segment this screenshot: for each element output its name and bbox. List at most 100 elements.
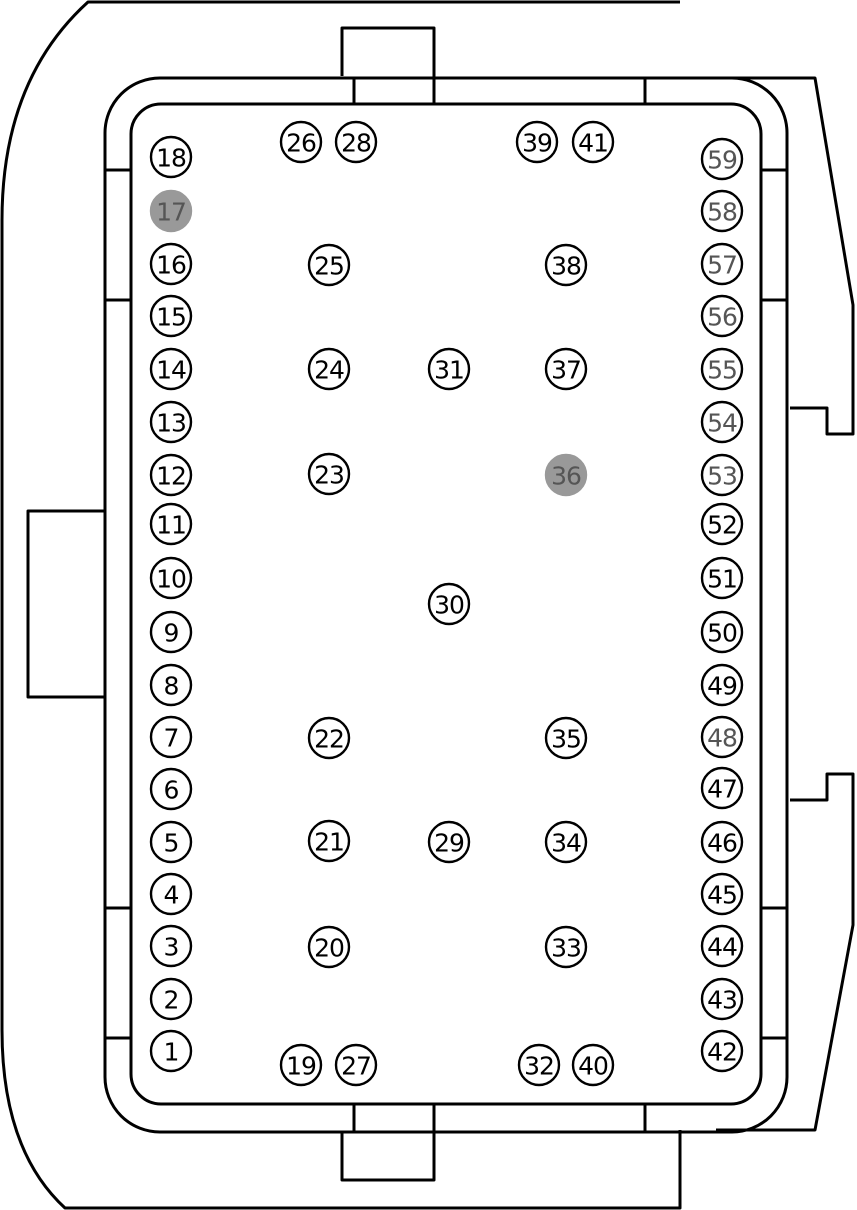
pin-circle [517, 1043, 561, 1087]
pin-circle [700, 715, 744, 759]
pin-label: 57 [707, 251, 737, 280]
pin-circle [149, 767, 193, 811]
connector-face [129, 102, 763, 1106]
pin-label: 53 [707, 462, 737, 491]
pin-label: 55 [707, 356, 737, 385]
pin-9: 9 [149, 610, 193, 654]
pin-4: 4 [149, 872, 193, 916]
pin-26: 26 [279, 120, 323, 164]
pin-circle [334, 1043, 378, 1087]
housing-right-flange [716, 76, 855, 436]
pin-label: 54 [707, 409, 737, 438]
pin-circle [149, 715, 193, 759]
pin-circle [700, 610, 744, 654]
pin-39: 39 [515, 120, 559, 164]
pin-circle [149, 556, 193, 600]
pin-circle [544, 925, 588, 969]
pin-36: 36 [544, 453, 588, 497]
pin-label: 20 [314, 934, 344, 963]
pin-label: 2 [164, 986, 179, 1015]
pin-circle [700, 663, 744, 707]
pin-label: 52 [707, 511, 737, 540]
pin-circle [279, 1043, 323, 1087]
pin-circle [149, 347, 193, 391]
housing-right-flange-lower [716, 772, 855, 1132]
pin-circle [334, 120, 378, 164]
pin-label: 49 [707, 672, 737, 701]
pin-label: 45 [707, 881, 737, 910]
pin-40: 40 [571, 1043, 615, 1087]
pin-circle [149, 820, 193, 864]
pin-43: 43 [700, 977, 744, 1021]
pin-27: 27 [334, 1043, 378, 1087]
pin-circle [307, 243, 351, 287]
pin-circle [571, 120, 615, 164]
top-latch-tab [340, 26, 436, 76]
pin-15: 15 [149, 294, 193, 338]
pin-8: 8 [149, 663, 193, 707]
pin-label: 13 [156, 409, 186, 438]
pin-label: 42 [707, 1038, 737, 1067]
pin-label: 44 [707, 933, 737, 962]
pin-44: 44 [700, 924, 744, 968]
pin-circle [149, 924, 193, 968]
pin-label: 14 [156, 356, 186, 385]
pin-circle [544, 243, 588, 287]
pin-circle [149, 242, 193, 286]
pin-label: 46 [707, 829, 737, 858]
pin-circle [700, 766, 744, 810]
pin-circle [700, 400, 744, 444]
pin-circle [149, 872, 193, 916]
pin-48: 48 [700, 715, 744, 759]
pin-30: 30 [427, 582, 471, 626]
pin-circle [700, 502, 744, 546]
pin-circle [700, 189, 744, 233]
pin-circle [700, 977, 744, 1021]
pin-label: 48 [707, 724, 737, 753]
pin-24: 24 [307, 347, 351, 391]
pin-label: 34 [551, 829, 581, 858]
pin-58: 58 [700, 189, 744, 233]
pin-label: 41 [578, 129, 608, 158]
pin-19: 19 [279, 1043, 323, 1087]
housing-mid-frame [103, 76, 789, 1134]
pin-42: 42 [700, 1029, 744, 1073]
pin-label: 4 [164, 881, 179, 910]
pin-label: 30 [434, 591, 464, 620]
pin-circle [149, 502, 193, 546]
pin-59: 59 [700, 137, 744, 181]
pin-label: 1 [164, 1038, 179, 1067]
pin-18: 18 [149, 135, 193, 179]
pin-label: 25 [314, 252, 344, 281]
pin-45: 45 [700, 872, 744, 916]
pin-57: 57 [700, 242, 744, 286]
pin-circle [149, 294, 193, 338]
pin-1: 1 [149, 1029, 193, 1073]
pin-label: 24 [314, 356, 344, 385]
pin-circle [149, 610, 193, 654]
pin-circle [700, 242, 744, 286]
pin-label: 40 [578, 1052, 608, 1081]
pin-circle [700, 872, 744, 916]
pin-16: 16 [149, 242, 193, 286]
pin-14: 14 [149, 347, 193, 391]
plugged-pin-circle [149, 189, 193, 233]
pin-label: 23 [314, 461, 344, 490]
pin-50: 50 [700, 610, 744, 654]
pin-49: 49 [700, 663, 744, 707]
pin-circle [307, 347, 351, 391]
pin-circle [700, 347, 744, 391]
pins-layer: 1234567891011121314151617181920212223242… [149, 120, 744, 1087]
pin-circle [149, 1029, 193, 1073]
pin-12: 12 [149, 453, 193, 497]
pin-34: 34 [544, 820, 588, 864]
pin-circle [149, 453, 193, 497]
pin-label: 47 [707, 775, 737, 804]
pin-10: 10 [149, 556, 193, 600]
pin-label: 22 [314, 725, 344, 754]
pin-label: 10 [156, 565, 186, 594]
pin-38: 38 [544, 243, 588, 287]
pin-55: 55 [700, 347, 744, 391]
bottom-latch-tab [340, 1132, 436, 1182]
